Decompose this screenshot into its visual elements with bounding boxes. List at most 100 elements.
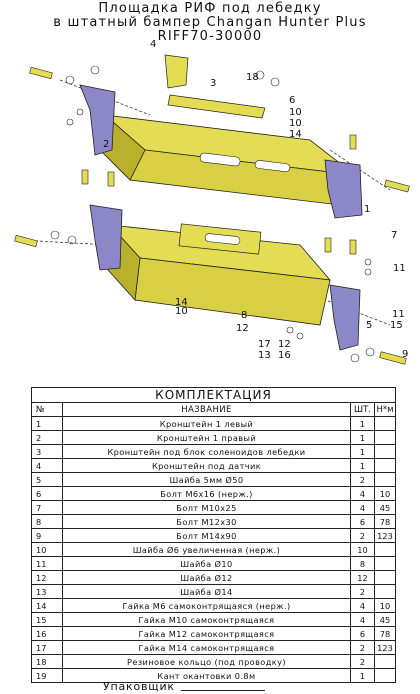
row-qty: 2 — [350, 528, 375, 543]
upper-platform — [94, 114, 357, 206]
row-qty: 1 — [350, 416, 375, 431]
row-torque — [374, 654, 395, 669]
row-qty: 8 — [350, 556, 375, 571]
row-qty: 2 — [350, 640, 375, 655]
row-torque: 123 — [374, 640, 395, 655]
callout-11a: 11 — [393, 263, 406, 274]
callout-17: 17 — [258, 339, 271, 350]
row-qty: 6 — [350, 514, 375, 529]
row-num: 16 — [32, 626, 63, 641]
row-torque: 45 — [374, 500, 395, 515]
callout-14a: 14 — [289, 129, 302, 140]
title-line-1: Площадка РИФ под лебедку — [98, 1, 322, 16]
callout-12a: 12 — [236, 323, 249, 334]
row-torque — [374, 584, 395, 599]
article-number: RIFF70-30000 — [157, 29, 263, 44]
row-qty: 2 — [350, 584, 375, 599]
row-num: 14 — [32, 598, 63, 613]
lower-left-bracket — [89, 204, 123, 271]
row-name: Шайба Ø14 — [62, 584, 351, 599]
row-qty: 6 — [350, 626, 375, 641]
callout-4: 4 — [150, 40, 156, 50]
row-num: 2 — [32, 430, 63, 445]
row-torque: 10 — [374, 486, 395, 501]
row-num: 8 — [32, 514, 63, 529]
row-num: 3 — [32, 444, 63, 459]
upper-right-bracket — [324, 159, 363, 219]
solenoid-bracket — [167, 94, 266, 119]
row-torque — [374, 570, 395, 585]
row-torque — [374, 542, 395, 557]
callout-13: 13 — [258, 350, 271, 361]
row-num: 15 — [32, 612, 63, 627]
callout-5: 5 — [366, 320, 372, 331]
row-torque — [374, 668, 395, 682]
row-torque — [374, 430, 395, 445]
row-name: Гайка М12 самоконтрящаяся — [62, 626, 351, 641]
table-title: КОМПЛЕКТАЦИЯ — [32, 388, 395, 403]
table-header-row: № НАЗВАНИЕ ШТ. Н*м — [32, 403, 395, 417]
row-torque: 10 — [374, 598, 395, 613]
callout-1: 1 — [364, 204, 370, 215]
row-num: 9 — [32, 528, 63, 543]
callout-10a: 10 — [289, 107, 302, 118]
row-qty: 2 — [350, 472, 375, 487]
lower-platform — [107, 223, 331, 326]
lower-right-bracket — [329, 284, 361, 351]
row-name: Кронштейн под блок соленоидов лебедки — [62, 444, 351, 459]
sensor-bracket — [164, 54, 189, 89]
row-num: 19 — [32, 668, 63, 682]
callout-7: 7 — [391, 230, 397, 241]
nut-group — [50, 65, 375, 363]
row-num: 13 — [32, 584, 63, 599]
assembly-drawing: 4 3 18 6 10 10 14 2 1 7 11 14 10 8 12 12… — [14, 40, 410, 365]
callout-14b: 14 — [175, 297, 188, 308]
row-num: 7 — [32, 500, 63, 515]
row-num: 18 — [32, 654, 63, 669]
callout-9: 9 — [402, 349, 408, 360]
row-name: Шайба Ø10 — [62, 556, 351, 571]
callout-18: 18 — [246, 72, 259, 83]
row-qty: 1 — [350, 444, 375, 459]
row-name: Болт М12х30 — [62, 514, 351, 529]
header-torque: Н*м — [374, 403, 395, 417]
callout-10c: 10 — [175, 306, 188, 317]
callout-6: 6 — [289, 95, 295, 106]
row-num: 1 — [32, 416, 63, 431]
row-torque: 78 — [374, 514, 395, 529]
row-torque — [374, 416, 395, 431]
callout-10b: 10 — [289, 118, 302, 129]
title-line-2: в штатный бампер Changan Hunter Plus — [53, 15, 367, 30]
callout-2: 2 — [103, 139, 109, 150]
row-num: 12 — [32, 570, 63, 585]
row-num: 11 — [32, 556, 63, 571]
bolt-group — [14, 66, 410, 365]
row-name: Гайка М14 самоконтрящаяся — [62, 640, 351, 655]
header-qty: ШТ. — [350, 403, 375, 417]
signature-line — [181, 690, 265, 691]
row-num: 10 — [32, 542, 63, 557]
header-name: НАЗВАНИЕ — [62, 403, 351, 417]
row-qty: 2 — [350, 654, 375, 669]
callout-8: 8 — [241, 310, 247, 321]
row-torque: 78 — [374, 626, 395, 641]
row-qty: 4 — [350, 500, 375, 515]
row-num: 6 — [32, 486, 63, 501]
row-qty: 10 — [350, 542, 375, 557]
callout-labels: 4 3 18 6 10 10 14 2 1 7 11 14 10 8 12 12… — [103, 40, 408, 361]
row-name: Болт М10х25 — [62, 500, 351, 515]
